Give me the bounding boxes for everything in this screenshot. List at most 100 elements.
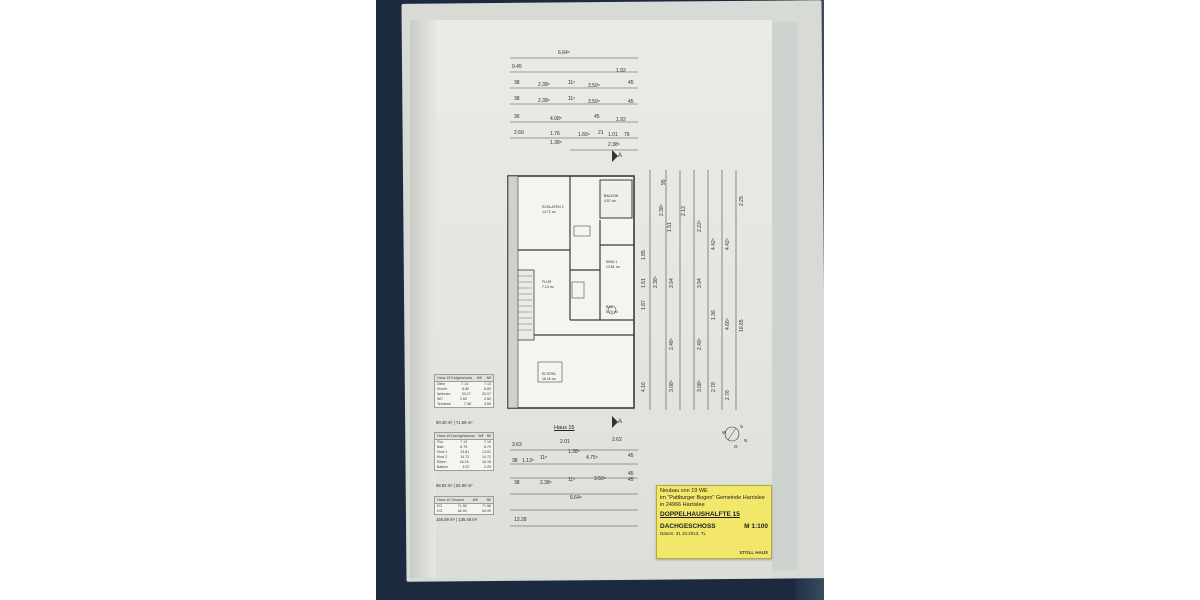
dimension-text: 11⁵ — [568, 80, 576, 86]
binder-gutter — [410, 20, 436, 578]
table-cell: 2.60 — [484, 397, 491, 401]
right-dimension-lines — [649, 170, 737, 410]
room-area: 14.72 m² — [542, 210, 556, 214]
table-cell: 14.72 — [481, 455, 491, 459]
dimension-text: 38 — [514, 80, 520, 86]
table-cell: EG — [437, 504, 443, 508]
floor-name: DACHGESCHOSS — [660, 523, 716, 530]
table-cell: 4.57 — [462, 465, 470, 469]
dimension-text: 3.63 — [512, 442, 522, 448]
table-cell: Flur — [437, 440, 444, 444]
dimension-text: 2.38⁵ — [538, 82, 550, 88]
project-postal: in 24966 Harrislee — [660, 502, 705, 508]
dimension-text: 4.16 — [641, 382, 647, 392]
table-cell: 13.81 — [481, 450, 491, 454]
table-cell: Küche — [437, 387, 448, 391]
dimension-text: 13.28 — [514, 517, 527, 523]
table-cell: 6.79 — [460, 445, 468, 449]
table-header-cell: Haus 15 Erdgeschoss — [437, 376, 473, 380]
dimension-text: 2.38⁵ — [538, 98, 550, 104]
table-row: Bad 6.79 6.79 — [435, 445, 493, 450]
table-header-cell: Nfl — [486, 434, 491, 438]
dimension-text: 38 — [514, 96, 520, 102]
dimension-text: 1.92 — [616, 117, 626, 123]
compass-letter: N — [744, 438, 748, 443]
room-area: 7.13 m² — [542, 285, 554, 289]
dimension-text: 11⁵ — [568, 96, 576, 102]
table-cell: 7.13 — [483, 440, 491, 444]
dimension-text: 2.62 — [612, 437, 622, 443]
table-cell: 7.38 — [463, 402, 471, 406]
table-cell: Bad — [437, 445, 444, 449]
table-cell: 2.60 — [460, 397, 467, 401]
dimension-text: 1.01 — [608, 132, 618, 138]
dimension-text: 3.08⁵ — [697, 380, 703, 392]
table-cell: 13.81 — [460, 450, 470, 454]
dimension-text: 95 — [661, 179, 667, 185]
table-header-cell: Haus 15 Dachgeschoss — [437, 434, 475, 438]
table-cell: DG — [437, 509, 443, 513]
table-cell: 2.29 — [484, 465, 491, 469]
table-cell: Balkon — [437, 465, 448, 469]
dimension-text: 45 — [594, 114, 600, 120]
drawing-scale: M 1:100 — [744, 523, 768, 530]
table-row: Kind 2 14.72 14.72 — [435, 455, 493, 460]
dimension-text: 2.78 — [711, 382, 717, 392]
room-name: ELTERN — [542, 372, 556, 376]
dimension-text: 11⁵ — [568, 477, 576, 483]
dimension-text: 36 — [514, 114, 520, 120]
table-cell: 71.58 — [457, 504, 467, 508]
room-area: 16.16 m² — [542, 377, 556, 381]
table-cell: 64.90 — [457, 509, 467, 513]
floor-row: DACHGESCHOSS M 1:100 — [660, 523, 768, 530]
dimension-text: 1.36 — [711, 310, 717, 320]
dimension-text: 3.50⁵ — [588, 99, 600, 105]
dimension-text: 45 — [628, 471, 634, 477]
table-cell: 14.72 — [460, 455, 470, 459]
dimension-text: 3.08⁵ — [669, 380, 675, 392]
dimension-text: 4.42⁵ — [711, 238, 717, 250]
dimension-text: 1.13⁵ — [522, 458, 534, 464]
house-type: DOPPELHAUSHÄLFTE 15 — [660, 511, 740, 518]
table-cell: 64.90 — [481, 509, 491, 513]
dimension-text: 4.08⁵ — [550, 116, 562, 122]
dimension-text: 3.94 — [697, 278, 703, 288]
floor-plan-walls — [507, 175, 635, 409]
dimension-text: 2.22⁵ — [697, 220, 703, 232]
dimension-text: 3.50⁵ — [594, 476, 606, 482]
dimension-text: 38 — [512, 458, 518, 464]
dimension-text: 1.51 — [641, 278, 647, 288]
dimension-text: 1.85 — [641, 250, 647, 260]
room-name: BALKON — [604, 194, 619, 198]
table-cell: 8.80 — [483, 387, 491, 391]
photo-frame: 6.64⁵ 9.45 1.92 38 2.38⁵ 11⁵ 3.50⁵ 45 38… — [376, 0, 824, 600]
dimension-text: 2.38⁵ — [608, 142, 620, 148]
table-cell: 6.79 — [484, 445, 491, 449]
dimension-text: 1.51 — [667, 222, 673, 232]
dimension-text: 3.94 — [669, 278, 675, 288]
table-header-cell: Haus 15 Gesamt — [437, 498, 464, 502]
table-row: DG 64.90 64.90 — [435, 509, 493, 514]
compass-letter: W — [722, 430, 727, 435]
table-cell: Eltern — [437, 460, 447, 464]
table-cell: Kind 2 — [437, 455, 448, 459]
dimension-text: 45 — [628, 477, 634, 483]
bottom-dimension-lines — [510, 449, 638, 527]
dimension-text: 4.42⁵ — [725, 238, 731, 250]
area-total: 90.20 m² | 71.58 m² — [436, 420, 473, 425]
compass-letter: S — [740, 424, 744, 429]
room-area: 13.81 m² — [606, 265, 620, 269]
section-marker-top — [612, 150, 618, 162]
section-marker-bottom — [612, 416, 618, 428]
table-cell: 33.07 — [481, 392, 491, 396]
dimension-text: 3.50⁵ — [588, 83, 600, 89]
room-name: BAD — [606, 305, 614, 309]
